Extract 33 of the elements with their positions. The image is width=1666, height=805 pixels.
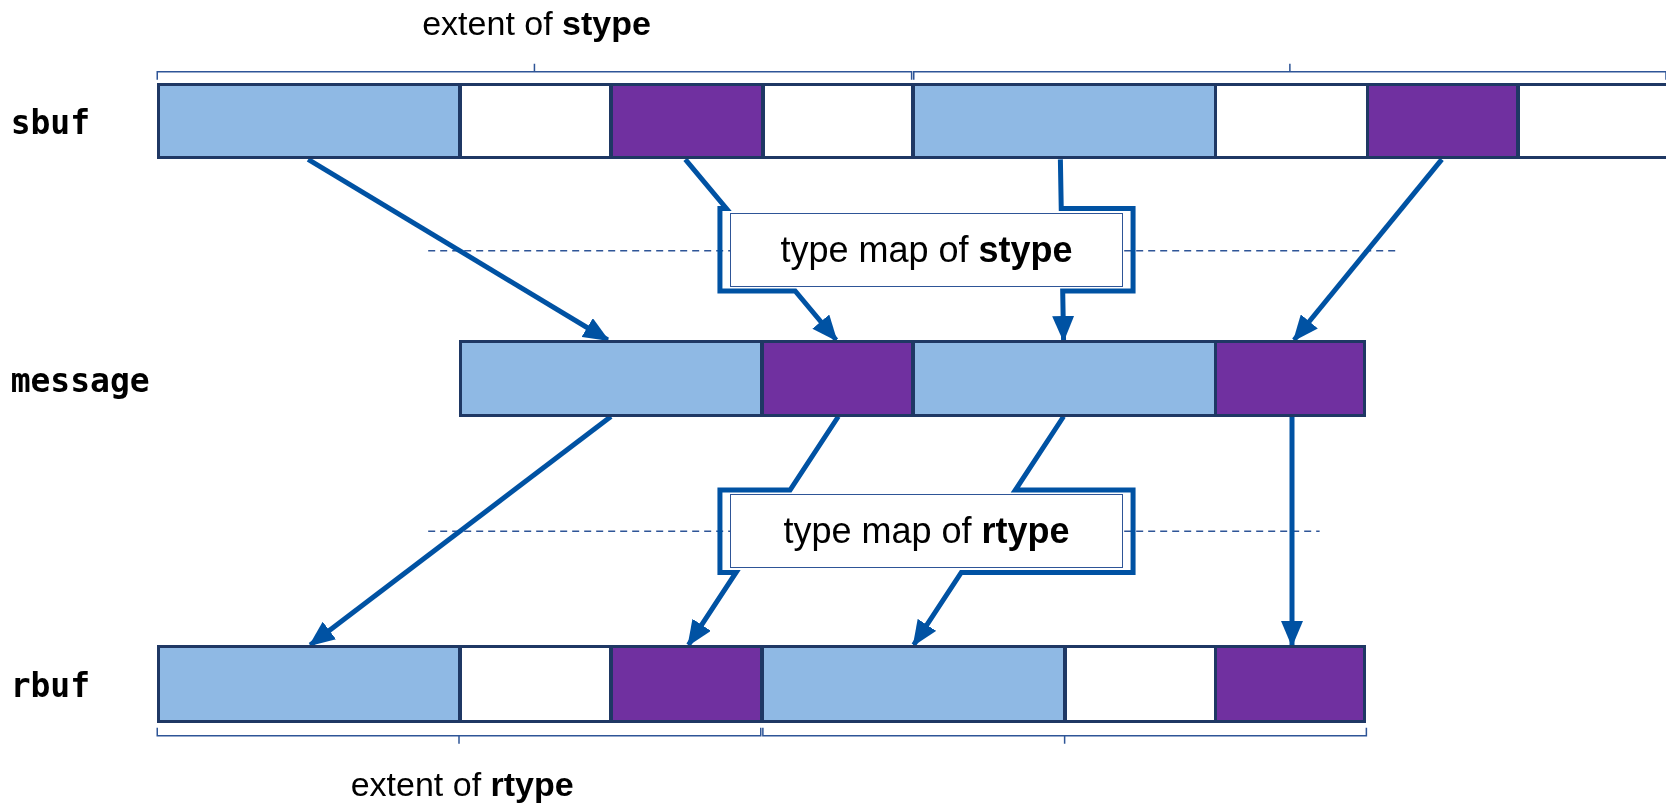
arrow [1281,416,1303,647]
extent-label: extent of stype [422,3,651,43]
row-label: sbuf [10,102,91,142]
data-block [609,82,764,160]
data-block [1366,82,1520,160]
data-block [459,340,763,417]
gap-block [459,82,612,160]
data-block [760,644,1066,723]
arrow [683,157,839,342]
gap-block [1214,82,1369,160]
label-box: type map of stype [729,212,1124,287]
data-block [760,340,914,417]
label-box: type map of rtype [729,494,1124,569]
data-block [911,82,1217,160]
arrow [686,415,841,647]
row-label: message [10,360,150,400]
extent-label: extent of rtype [350,764,574,804]
arrow [1052,159,1136,342]
arrow [1292,157,1444,342]
gap-block [761,82,914,160]
data-block [1214,340,1367,417]
data-block [157,82,462,160]
gap-block [1063,644,1217,723]
data-block [911,340,1217,417]
arrow [911,415,1136,647]
gap-block [1517,82,1666,160]
arrow [308,414,613,647]
data-block [157,644,462,723]
arrow [306,157,610,343]
row-label: rbuf [10,665,91,705]
data-block [1214,644,1367,723]
data-block [609,644,763,723]
gap-block [459,644,612,723]
